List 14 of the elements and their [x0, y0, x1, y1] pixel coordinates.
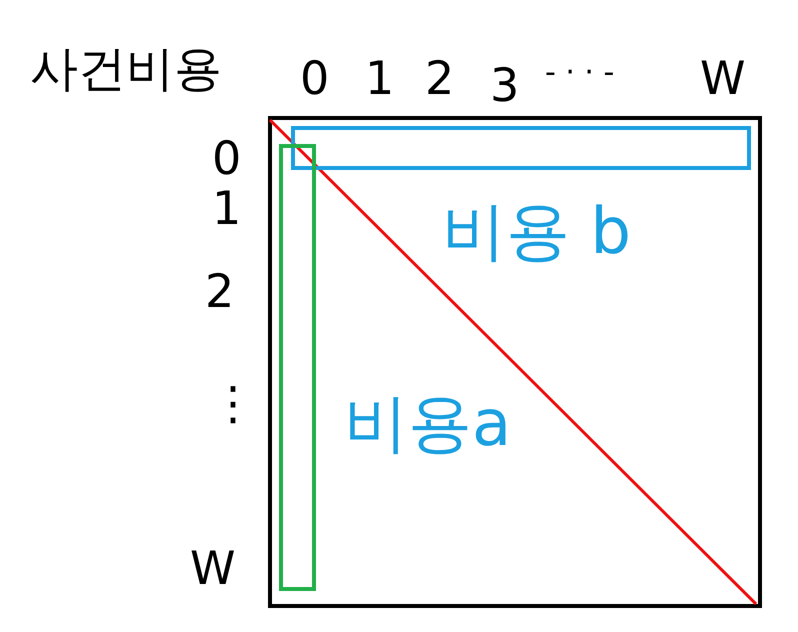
- cost-label: 비용a: [344, 392, 512, 456]
- column-number: 3: [490, 62, 520, 108]
- column-number: 2: [425, 55, 454, 101]
- column-number: 1: [365, 55, 394, 101]
- row-number: 1: [212, 185, 242, 231]
- row-ellipsis: ⋮: [210, 380, 256, 426]
- row-number: 0: [212, 135, 242, 181]
- column-ellipsis: - · · -: [545, 58, 614, 88]
- cost-label: 비용 b: [442, 200, 631, 264]
- column-number: W: [700, 55, 746, 101]
- column-number: 0: [300, 55, 330, 101]
- row-number: 2: [205, 268, 234, 314]
- row-number: W: [190, 545, 236, 591]
- corner-header: 사건비용: [30, 45, 222, 93]
